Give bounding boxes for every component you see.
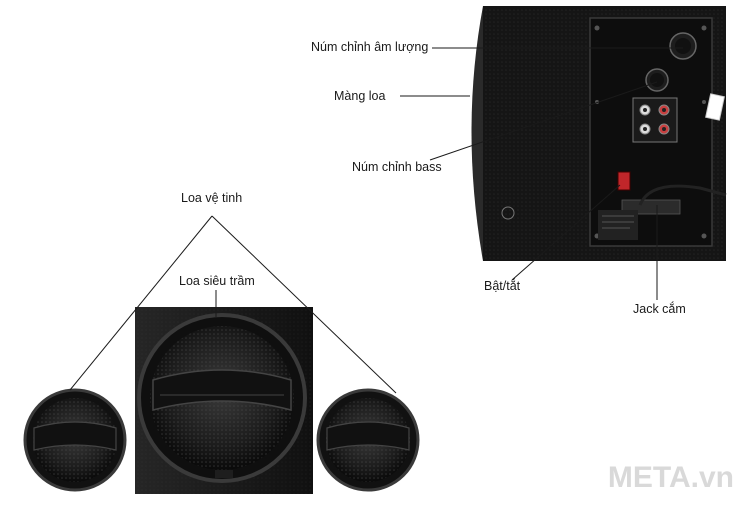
label-satellite: Loa vệ tinh — [181, 191, 243, 205]
label-volume-knob: Núm chỉnh âm lượng — [311, 40, 429, 54]
label-subwoofer: Loa siêu trầm — [179, 274, 255, 288]
satellite-callout-left — [69, 215, 213, 391]
label-power-switch: Bật/tắt — [484, 279, 521, 293]
watermark: META.vn — [607, 461, 734, 494]
power-switch — [617, 171, 631, 191]
label-speaker-grille: Màng loa — [334, 89, 386, 103]
front-subwoofer — [135, 307, 313, 494]
label-bass-knob: Núm chỉnh bass — [352, 160, 442, 174]
label-jack: Jack cắm — [633, 302, 686, 316]
left-satellite — [23, 388, 127, 492]
rear-subwoofer — [471, 6, 727, 261]
power-callout-line — [511, 184, 621, 281]
bass-callout-line — [429, 81, 658, 161]
right-satellite — [316, 388, 420, 492]
satellite-callout-right — [211, 215, 397, 394]
callout-lines — [69, 47, 683, 394]
side-grille-edge — [471, 6, 483, 261]
